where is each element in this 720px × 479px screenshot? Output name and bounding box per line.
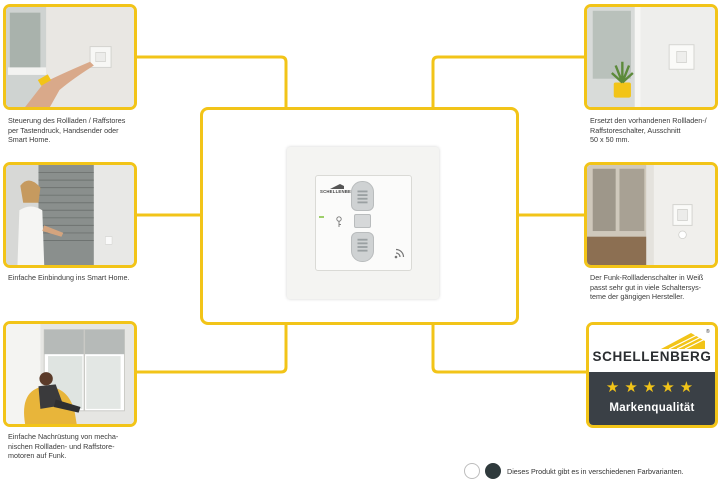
caption-smart-home: Einfache Einbindung ins Smart Home. xyxy=(8,273,130,282)
registered-mark: ® xyxy=(706,329,710,335)
down-grip-icon xyxy=(357,238,368,252)
product-brand-label: SCHELLENBERG xyxy=(320,189,358,194)
badge-quality-label: Markenqualität xyxy=(609,402,695,414)
photo-switch-wall-plant xyxy=(584,4,718,110)
color-swatch-anthracite[interactable] xyxy=(485,463,501,479)
key-icon xyxy=(336,216,342,227)
roof-logo-icon xyxy=(661,333,705,349)
caption-replaces-switch: Ersetzt den vorhandenen Rollladen-/ Raff… xyxy=(590,116,707,145)
wifi-signal-icon xyxy=(394,248,405,259)
photo-hand-pressing-switch xyxy=(3,4,137,110)
star-icon: ★★★★★ xyxy=(605,379,699,396)
switch-plate: SCHELLENBERG xyxy=(287,147,439,299)
status-led xyxy=(319,216,324,218)
caption-fits-systems: Der Funk-Rollladenschalter in Weiß passt… xyxy=(590,273,704,302)
color-variants-note: Dieses Produkt gibt es in verschiedenen … xyxy=(507,467,684,476)
up-grip-icon xyxy=(357,190,368,204)
photo-interior-switch xyxy=(584,162,718,268)
badge-bottom: ★★★★★ Markenqualität xyxy=(589,372,715,425)
caption-retrofit: Einfache Nachrüstung von mecha- nischen … xyxy=(8,432,119,461)
badge-top: ® SCHELLENBERG xyxy=(589,325,715,372)
up-button[interactable] xyxy=(351,181,374,211)
roof-logo-icon xyxy=(330,184,344,189)
brand-quality-badge: ® SCHELLENBERG ★★★★★ Markenqualität xyxy=(586,322,718,428)
badge-brand-name: SCHELLENBERG xyxy=(592,349,712,364)
stop-button[interactable] xyxy=(354,214,371,228)
photo-woman-smart-home xyxy=(3,162,137,268)
down-button[interactable] xyxy=(351,232,374,262)
caption-control: Steuerung des Rollladen / Raffstores per… xyxy=(8,116,126,145)
photo-woman-bean-bag xyxy=(3,321,137,427)
switch-module: SCHELLENBERG xyxy=(315,175,412,271)
product-frame: SCHELLENBERG xyxy=(200,107,519,325)
color-swatch-white[interactable] xyxy=(464,463,480,479)
